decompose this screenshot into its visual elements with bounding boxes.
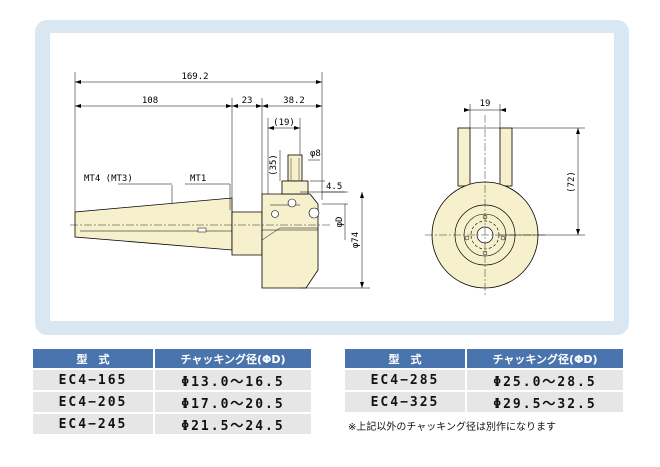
end-bolt-right xyxy=(499,127,513,187)
label-taper: MT4 (MT3) xyxy=(84,174,133,184)
table-row: EC4−285 Φ25.0〜28.5 xyxy=(345,370,623,390)
label-mt1: MT1 xyxy=(190,174,206,184)
model-cell: EC4−165 xyxy=(33,370,153,390)
dim-end-height: (72) xyxy=(567,171,577,193)
dim-bolt-dia: φ8 xyxy=(310,149,321,159)
model-cell: EC4−205 xyxy=(33,392,153,412)
side-view xyxy=(70,154,332,289)
dia-cell: Φ13.0〜16.5 xyxy=(153,370,311,390)
head-body xyxy=(261,193,319,289)
side-dimension-lines xyxy=(74,72,370,289)
dim-mid-length: 23 xyxy=(242,96,253,106)
table-row: EC4−325 Φ29.5〜32.5 xyxy=(345,392,623,412)
dim-bolt-height: (35) xyxy=(269,154,279,176)
shank-slot xyxy=(197,227,207,233)
screw-head-left xyxy=(271,210,279,218)
dim-body-dia: φ74 xyxy=(351,232,361,248)
footnote: ※上記以外のチャッキング径は別作になります xyxy=(348,422,556,433)
dia-cell: Φ17.0〜20.5 xyxy=(153,392,311,412)
end-dimension-lines xyxy=(464,104,585,236)
dia-cell: Φ21.5〜24.5 xyxy=(153,414,311,434)
table-row: EC4−205 Φ17.0〜20.5 xyxy=(33,392,311,412)
model-cell: EC4−285 xyxy=(345,370,465,390)
dim-flange-gap: 4.5 xyxy=(326,182,342,192)
dim-bolt-offset: (19) xyxy=(273,118,295,128)
drawing-area xyxy=(50,33,614,321)
table-row: EC4−165 Φ13.0〜16.5 xyxy=(33,370,311,390)
dimension-arrows xyxy=(75,80,364,288)
dia-cell: Φ25.0〜28.5 xyxy=(465,370,623,390)
spec-table-left: 型 式 チャッキング径(ΦD) EC4−165 Φ13.0〜16.5 EC4−2… xyxy=(33,347,311,436)
spec-table-right: 型 式 チャッキング径(ΦD) EC4−285 Φ25.0〜28.5 EC4−3… xyxy=(345,347,623,414)
header-chucking-dia: チャッキング径(ΦD) xyxy=(153,349,311,368)
dim-head-length: 38.2 xyxy=(283,96,305,106)
tightening-bolt xyxy=(287,154,303,182)
dia-cell: Φ29.5〜32.5 xyxy=(465,392,623,412)
chuck-jaw-circle xyxy=(308,207,320,219)
table-row: EC4−245 Φ21.5〜24.5 xyxy=(33,414,311,434)
mt1-collar xyxy=(231,211,263,256)
model-cell: EC4−245 xyxy=(33,414,153,434)
header-model: 型 式 xyxy=(345,349,465,368)
model-cell: EC4−325 xyxy=(345,392,465,412)
dim-taper-length: 108 xyxy=(142,96,158,106)
end-view xyxy=(425,115,545,295)
technical-drawing: 169.2 108 23 38.2 (19) (35) φ8 4.5 φD φ7… xyxy=(50,33,614,321)
head-cone-line xyxy=(261,227,318,241)
dim-end-width: 19 xyxy=(480,99,491,109)
screw-head-top xyxy=(287,198,297,208)
dim-total-length: 169.2 xyxy=(181,72,208,82)
dim-bore-dia: φD xyxy=(335,217,345,228)
end-bolt-left xyxy=(457,127,471,187)
header-chucking-dia: チャッキング径(ΦD) xyxy=(465,349,623,368)
bolt-base xyxy=(281,180,309,195)
header-model: 型 式 xyxy=(33,349,153,368)
